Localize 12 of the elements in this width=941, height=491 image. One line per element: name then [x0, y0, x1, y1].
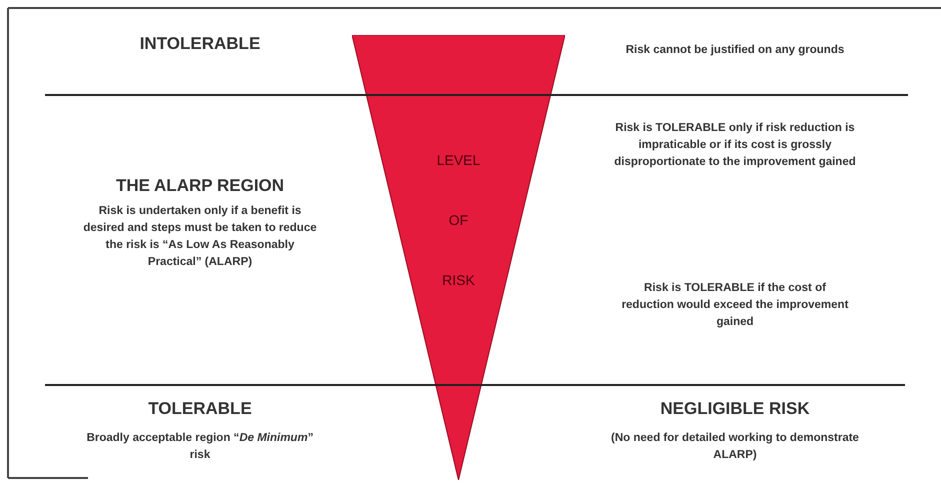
- region-description: Risk is TOLERABLE only if risk reduction is impraticable or if its cost is grossly disproportionate to the improvement gained: [613, 121, 857, 170]
- region-heading: THE ALARP REGION: [114, 176, 286, 196]
- region-heading: NEGLIGIBLE RISK: [659, 399, 811, 419]
- region-heading: TOLERABLE: [147, 399, 253, 419]
- region-heading: INTOLERABLE: [138, 34, 262, 54]
- region-description: Risk is undertaken only if a benefit is desired and steps must be taken to reduce the risk is “As Low As Reasonably Practical” (ALARP): [82, 204, 318, 270]
- region-description: (No need for detailed working to demonstrate ALARP): [610, 431, 860, 463]
- region-description: Risk is TOLERABLE if the cost of reduction would exceed the improvement gained: [620, 281, 850, 330]
- triangle-label: LEVEL OF RISK: [436, 151, 482, 290]
- risk-triangle: [352, 35, 565, 480]
- region-description: Broadly acceptable region “De Minimum” risk: [86, 431, 314, 463]
- region-description: Risk cannot be justified on any grounds: [624, 43, 846, 58]
